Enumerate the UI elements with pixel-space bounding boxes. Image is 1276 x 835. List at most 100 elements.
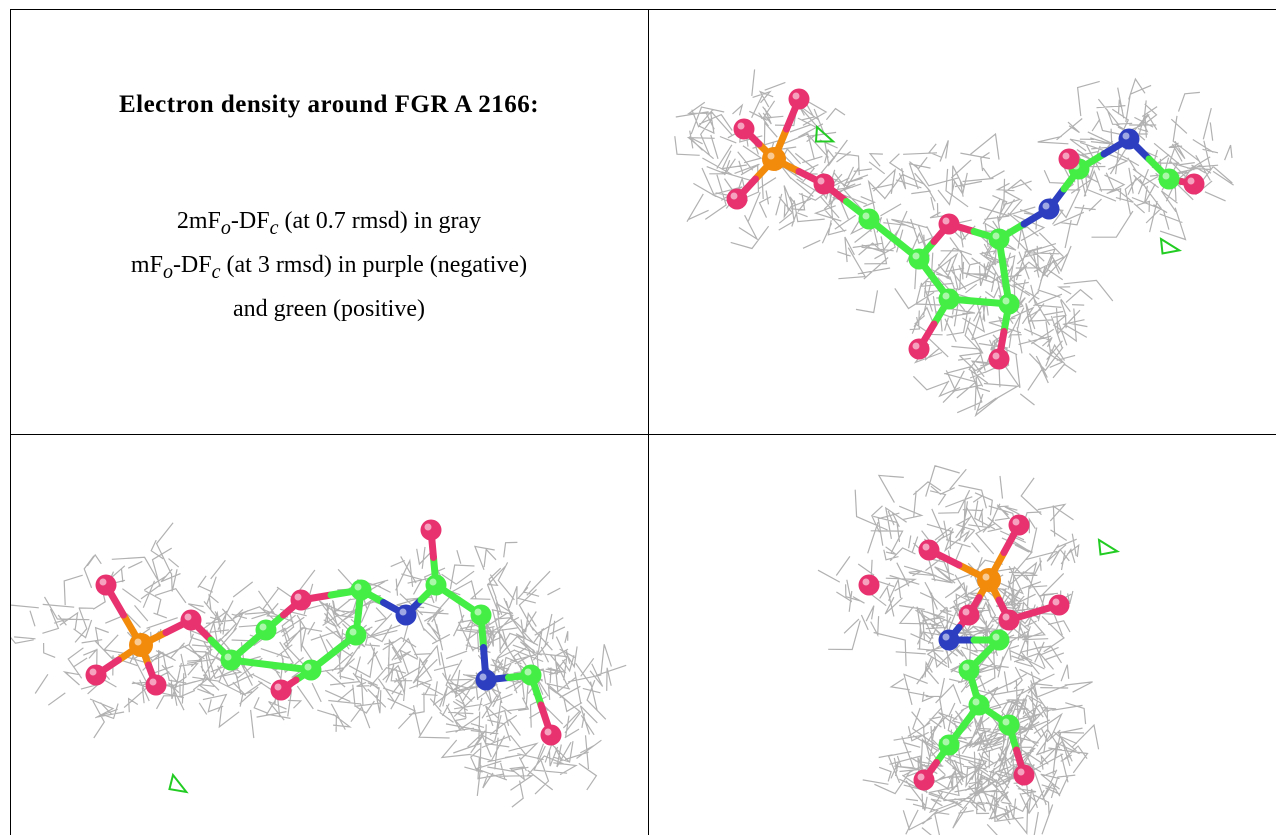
atom-highlight <box>1052 598 1060 606</box>
atom-highlight <box>1002 718 1010 726</box>
atom-highlight <box>429 578 437 586</box>
atom-highlight <box>912 342 920 350</box>
atom-highlight <box>862 212 870 220</box>
oxygen-atom <box>270 679 292 701</box>
oxygen-atom <box>788 88 810 110</box>
molecule-model <box>85 519 562 746</box>
carbon-atom <box>968 694 990 716</box>
atom-highlight <box>982 573 990 581</box>
atom-highlight <box>524 668 532 676</box>
oxygen-atom <box>938 213 960 235</box>
atom-highlight <box>737 122 745 130</box>
molecule-view-bottom-right <box>649 435 1276 835</box>
atom-highlight <box>224 653 232 661</box>
atom-highlight <box>730 192 738 200</box>
caption-line-colors: and green (positive) <box>233 295 425 322</box>
oxygen-atom <box>1058 148 1080 170</box>
molecule-model <box>726 88 1205 370</box>
oxygen-atom <box>180 609 202 631</box>
atom-highlight <box>1062 152 1070 160</box>
figure-table: Electron density around FGR A 2166: 2mFo… <box>10 9 1276 835</box>
atom-highlight <box>349 628 357 636</box>
nitrogen-atom <box>1038 198 1060 220</box>
table-divider-middle <box>10 434 1276 435</box>
positive-density-mark <box>1159 237 1183 255</box>
atom-highlight <box>1042 202 1050 210</box>
atom-highlight <box>862 578 870 586</box>
carbon-atom <box>998 293 1020 315</box>
atom-highlight <box>89 668 97 676</box>
atom-highlight <box>259 623 267 631</box>
atom-highlight <box>992 352 1000 360</box>
molecule-model <box>858 514 1070 791</box>
atom-highlight <box>294 593 302 601</box>
density-mesh <box>817 465 1100 835</box>
carbon-atom <box>300 659 322 681</box>
carbon-atom <box>988 228 1010 250</box>
atom-highlight <box>1002 297 1010 305</box>
positive-density-mark <box>1097 538 1121 556</box>
caption-cell: Electron density around FGR A 2166: 2mFo… <box>10 9 648 434</box>
atom-highlight <box>942 292 950 300</box>
atom-highlight <box>184 613 192 621</box>
atom-highlight <box>1122 132 1130 140</box>
carbon-atom <box>520 664 542 686</box>
atom-highlight <box>962 608 970 616</box>
atom-highlight <box>792 92 800 100</box>
oxygen-atom <box>858 574 880 596</box>
caption-description: 2mFo-DFc (at 0.7 rmsd) in gray mFo-DFc (… <box>10 203 648 328</box>
atom-highlight <box>99 578 107 586</box>
nitrogen-atom <box>938 629 960 651</box>
density-map-image <box>674 69 1234 418</box>
atom-highlight <box>1012 518 1020 526</box>
atom-highlight <box>767 152 775 160</box>
carbon-atom <box>908 248 930 270</box>
positive-density-mark <box>814 124 836 143</box>
carbon-atom <box>988 629 1010 651</box>
caption-line-2fo-dfc: 2mFo-DFc (at 0.7 rmsd) in gray <box>176 208 482 239</box>
phosphorus-atom <box>129 633 153 657</box>
carbon-atom <box>345 624 367 646</box>
oxygen-atom <box>540 724 562 746</box>
oxygen-atom <box>85 664 107 686</box>
atom-highlight <box>1002 613 1010 621</box>
atom-highlight <box>354 583 362 591</box>
oxygen-atom <box>733 118 755 140</box>
molecule-view-top-right <box>649 9 1276 434</box>
oxygen-atom <box>1183 173 1205 195</box>
table-border-left <box>10 9 11 835</box>
carbon-atom <box>958 659 980 681</box>
nitrogen-atom <box>475 669 497 691</box>
nitrogen-atom <box>1118 128 1140 150</box>
atom-highlight <box>424 523 432 531</box>
phosphorus-atom <box>762 147 786 171</box>
carbon-atom <box>255 619 277 641</box>
carbon-atom <box>998 714 1020 736</box>
caption-line-fo-dfc: mFo-DFc (at 3 rmsd) in purple (negative) <box>130 251 528 283</box>
caption-title: Electron density around FGR A 2166: <box>118 91 540 118</box>
oxygen-atom <box>290 589 312 611</box>
carbon-atom <box>938 734 960 756</box>
atom-highlight <box>274 683 282 691</box>
atom-highlight <box>1017 768 1025 776</box>
oxygen-atom <box>913 769 935 791</box>
table-divider-center <box>648 9 649 835</box>
oxygen-atom <box>958 604 980 626</box>
oxygen-atom <box>813 173 835 195</box>
atom-highlight <box>942 217 950 225</box>
carbon-atom <box>220 649 242 671</box>
oxygen-atom <box>1048 594 1070 616</box>
atom-highlight <box>942 633 950 641</box>
oxygen-atom <box>145 674 167 696</box>
atom-highlight <box>972 698 980 706</box>
oxygen-atom <box>95 574 117 596</box>
molecule-view-bottom-left <box>11 435 648 835</box>
oxygen-atom <box>988 348 1010 370</box>
density-mesh <box>674 69 1234 418</box>
oxygen-atom <box>1008 514 1030 536</box>
oxygen-atom <box>420 519 442 541</box>
atom-highlight <box>942 738 950 746</box>
atom-highlight <box>962 663 970 671</box>
table-border-top <box>10 9 1276 10</box>
atom-highlight <box>399 608 407 616</box>
